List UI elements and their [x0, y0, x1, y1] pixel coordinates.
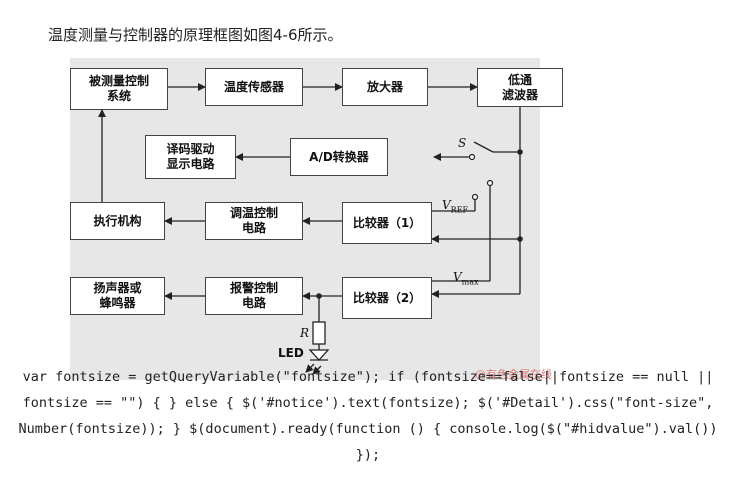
led-light-arrow-2 [312, 365, 322, 375]
block-alarm-control: 报警控制 电路 [205, 277, 303, 315]
label-vmax: Vmax [453, 270, 479, 287]
block-actuator: 执行机构 [70, 202, 165, 240]
led-symbol [308, 349, 330, 361]
script-code-text: var fontsize = getQueryVariable("fontsiz… [18, 369, 718, 463]
junction-switch [517, 149, 523, 155]
junction-comp1 [517, 236, 523, 242]
switch-blade [473, 141, 494, 153]
block-diagram: 被测量控制 系统 温度传感器 放大器 低通 滤波器 译码驱动 显示电路 A/D转… [70, 58, 563, 380]
block-decoder-driver: 译码驱动 显示电路 [145, 135, 236, 179]
label-switch-s: S [458, 136, 467, 150]
block-lowpass-filter: 低通 滤波器 [477, 68, 563, 107]
switch-contact [468, 153, 476, 161]
block-ad-converter: A/D转换器 [290, 138, 388, 176]
resistor-symbol [312, 321, 326, 345]
label-vref: VREF [442, 198, 469, 215]
junction-alarm [316, 293, 322, 299]
intro-text: 温度测量与控制器的原理框图如图4-6所示。 [48, 26, 343, 44]
block-speaker: 扬声器或 蜂鸣器 [70, 277, 165, 315]
vref-terminal [471, 193, 479, 201]
label-led: LED [278, 346, 304, 360]
block-temperature-sensor: 温度传感器 [205, 68, 303, 106]
block-comparator-1: 比较器（1） [342, 202, 432, 244]
block-controlled-system: 被测量控制 系统 [70, 68, 168, 110]
block-comparator-2: 比较器（2） [342, 277, 432, 319]
label-resistor: R [300, 326, 310, 340]
led-light-arrow-1 [305, 363, 315, 373]
block-temp-control: 调温控制 电路 [205, 202, 303, 240]
block-amplifier: 放大器 [342, 68, 428, 106]
watermark: @有色金属在线 [475, 368, 552, 381]
vmax-terminal [486, 179, 494, 187]
connection-lines [98, 83, 523, 375]
